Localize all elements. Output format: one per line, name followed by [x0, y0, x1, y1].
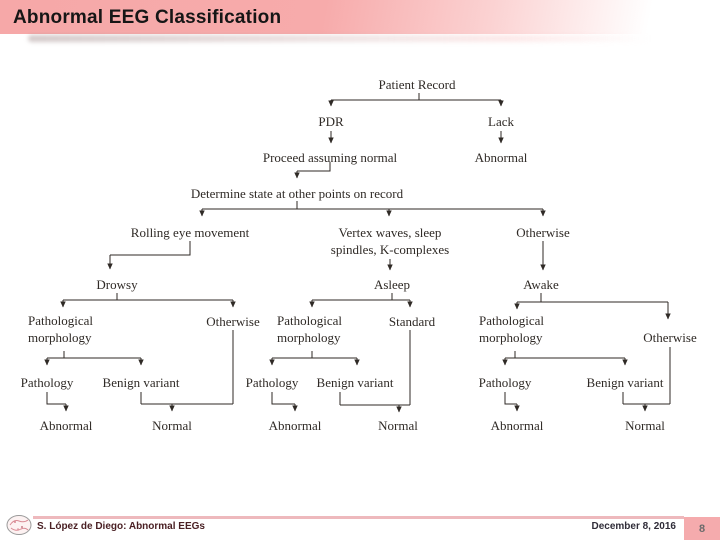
node-determine-state: Determine state at other points on recor…: [190, 186, 404, 201]
page-number: 8: [684, 517, 720, 540]
node-benign-variant-2: Benign variant: [316, 375, 394, 390]
node-pdr: PDR: [318, 114, 344, 129]
node-drowsy: Drowsy: [96, 277, 138, 292]
node-otherwise-awake: Otherwise: [643, 330, 697, 345]
node-abnormal-1: Abnormal: [39, 418, 93, 433]
node-benign-variant-3: Benign variant: [586, 375, 664, 390]
node-standard: Standard: [388, 314, 436, 329]
node-pathology-2: Pathology: [245, 375, 299, 390]
node-otherwise-state: Otherwise: [516, 225, 570, 240]
footer-credit: S. López de Diego: Abnormal EEGs: [37, 521, 205, 532]
node-normal-1: Normal: [152, 418, 192, 433]
node-abnormal-3: Abnormal: [490, 418, 544, 433]
node-pathological-morphology-drowsy: Pathological morphology: [28, 313, 93, 345]
node-pathology-1: Pathology: [20, 375, 74, 390]
node-pathological-morphology-awake: Pathological morphology: [479, 313, 544, 345]
node-rolling-eye-movement: Rolling eye movement: [130, 225, 250, 240]
node-patient-record: Patient Record: [378, 77, 456, 92]
node-otherwise-drowsy: Otherwise: [206, 314, 260, 329]
node-vertex-waves: Vertex waves, sleep spindles, K-complexe…: [330, 225, 450, 257]
node-lack: Lack: [488, 114, 514, 129]
node-pathological-morphology-asleep: Pathological morphology: [277, 313, 342, 345]
slide-date: December 8, 2016: [591, 521, 676, 532]
slide-title: Abnormal EEG Classification: [13, 7, 282, 28]
slide-title-bar: Abnormal EEG Classification: [0, 0, 720, 34]
node-asleep: Asleep: [373, 277, 411, 292]
node-normal-2: Normal: [378, 418, 418, 433]
title-bar-shadow: [28, 35, 676, 42]
node-awake: Awake: [523, 277, 559, 292]
node-abnormal-lack: Abnormal: [474, 150, 528, 165]
node-benign-variant-1: Benign variant: [102, 375, 180, 390]
footer-divider: [33, 516, 684, 519]
node-pathology-3: Pathology: [478, 375, 532, 390]
node-proceed-assuming-normal: Proceed assuming normal: [262, 150, 398, 165]
node-normal-3: Normal: [625, 418, 665, 433]
footer-logo-icon: [6, 515, 32, 535]
node-abnormal-2: Abnormal: [268, 418, 322, 433]
